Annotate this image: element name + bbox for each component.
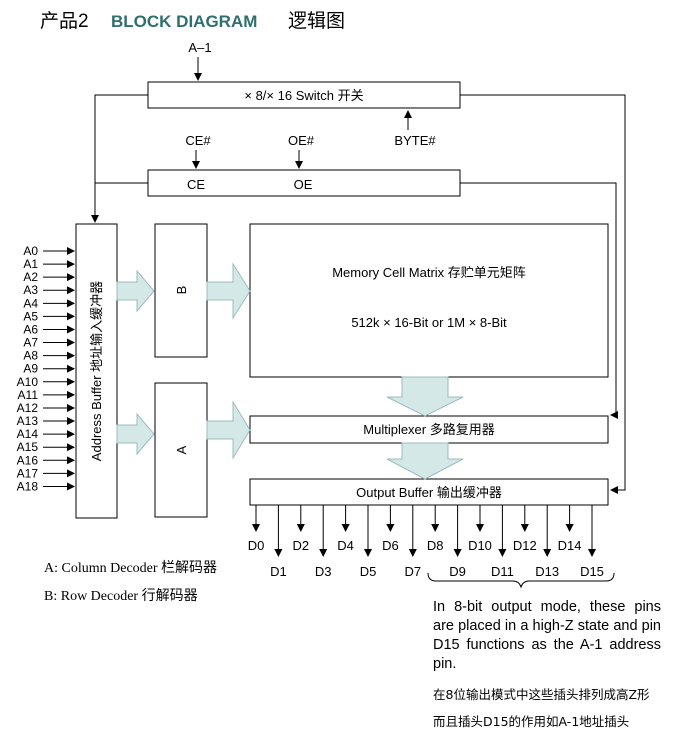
title-chinese: 逻辑图 bbox=[288, 10, 345, 32]
address-pin-label: A14 bbox=[17, 427, 39, 441]
multiplexer-label: Multiplexer 多路复用器 bbox=[363, 422, 494, 437]
high-z-note-cn-line2: 而且插头D15的作用如A-1地址插头 bbox=[433, 714, 630, 729]
address-pin-label: A2 bbox=[23, 270, 38, 284]
row-decoder-label: B bbox=[174, 286, 189, 295]
data-pin-label: D4 bbox=[337, 538, 354, 553]
ce-to-multiplexer-line bbox=[460, 182, 618, 419]
data-pin-label: D3 bbox=[315, 564, 332, 579]
oe-box-label: OE bbox=[294, 177, 313, 192]
data-pin-label: D5 bbox=[360, 564, 377, 579]
address-pin-group: A0A1A2A3A4A5A6A7A8A9A10A11A12A13A14A15A1… bbox=[17, 244, 75, 493]
address-pin-label: A18 bbox=[17, 479, 39, 493]
switch-label: × 8/× 16 Switch 开关 bbox=[244, 88, 363, 103]
data-pin-label: D0 bbox=[248, 538, 265, 553]
data-pin-label: D6 bbox=[382, 538, 399, 553]
data-pin-label: D9 bbox=[449, 564, 466, 579]
address-pin-label: A12 bbox=[17, 401, 39, 415]
memory-cell-matrix-label: Memory Cell Matrix 存贮单元矩阵 bbox=[332, 265, 526, 280]
legend-row-decoder: B: Row Decoder 行解码器 bbox=[44, 588, 198, 604]
data-pin-label: D11 bbox=[491, 564, 514, 579]
memory-size-label: 512k × 16-Bit or 1M × 8-Bit bbox=[351, 315, 507, 330]
column-decoder-box bbox=[154, 382, 208, 518]
address-pin-label: A8 bbox=[23, 349, 38, 363]
data-pin-label: D13 bbox=[535, 564, 559, 579]
high-z-note: In 8-bit output mode, these pins are pla… bbox=[433, 599, 661, 672]
address-pin-label: A15 bbox=[17, 440, 39, 454]
legend-column-decoder: A: Column Decoder 栏解码器 bbox=[44, 560, 217, 576]
data-pin-label: D2 bbox=[292, 538, 309, 553]
column-decoder-label: A bbox=[174, 445, 189, 454]
ce-box-label: CE bbox=[187, 177, 205, 192]
address-pin-label: A6 bbox=[23, 322, 38, 336]
address-buffer-label: Address Buffer 地址输入缓冲器 bbox=[89, 281, 104, 461]
title-english: BLOCK DIAGRAM bbox=[111, 12, 257, 31]
address-pin-label: A11 bbox=[18, 388, 39, 402]
memory-cell-matrix-box bbox=[249, 223, 609, 378]
address-pin-label: A1 bbox=[23, 257, 38, 271]
data-pin-label: D8 bbox=[427, 538, 444, 553]
address-to-row-decoder-arrow bbox=[116, 269, 155, 313]
byte-label: BYTE# bbox=[394, 133, 436, 148]
a-minus-1-label: A–1 bbox=[188, 40, 211, 55]
data-pin-label: D14 bbox=[558, 538, 582, 553]
multiplexer-to-output-arrow bbox=[386, 442, 464, 480]
address-pin-label: A4 bbox=[23, 296, 38, 310]
high-z-pins-brace bbox=[427, 572, 615, 589]
row-decoder-to-matrix-arrow bbox=[206, 262, 251, 320]
output-buffer-box bbox=[249, 478, 609, 506]
switch-to-address-line bbox=[91, 94, 148, 223]
address-pin-label: A16 bbox=[17, 453, 39, 467]
ce-input-label: CE# bbox=[185, 133, 211, 148]
address-pin-label: A10 bbox=[17, 375, 39, 389]
switch-to-output-line bbox=[460, 94, 626, 494]
data-pin-label: D15 bbox=[580, 564, 604, 579]
title-prefix: 产品2 bbox=[40, 10, 89, 32]
address-pin-label: A17 bbox=[17, 466, 39, 480]
multiplexer-box bbox=[249, 415, 609, 444]
address-pin-label: A3 bbox=[23, 283, 38, 297]
address-pin-label: A5 bbox=[23, 309, 38, 323]
data-pin-label: D1 bbox=[270, 564, 287, 579]
data-pin-label: D10 bbox=[468, 538, 492, 553]
address-pin-label: A7 bbox=[23, 336, 38, 350]
address-pin-label: A9 bbox=[23, 362, 38, 376]
data-pin-label: D12 bbox=[513, 538, 537, 553]
high-z-note-cn-line1: 在8位输出模式中这些插头排列成高Z形 bbox=[433, 687, 650, 702]
data-pin-label: D7 bbox=[404, 564, 421, 579]
matrix-to-multiplexer-arrow bbox=[386, 376, 464, 417]
address-buffer-box bbox=[75, 223, 118, 519]
address-pin-label: A0 bbox=[23, 244, 38, 258]
address-to-column-decoder-arrow bbox=[116, 412, 155, 456]
column-decoder-to-multiplexer-arrow bbox=[206, 400, 251, 460]
output-buffer-label: Output Buffer 输出缓冲器 bbox=[356, 485, 502, 500]
address-pin-label: A13 bbox=[17, 414, 39, 428]
oe-input-label: OE# bbox=[288, 133, 315, 148]
